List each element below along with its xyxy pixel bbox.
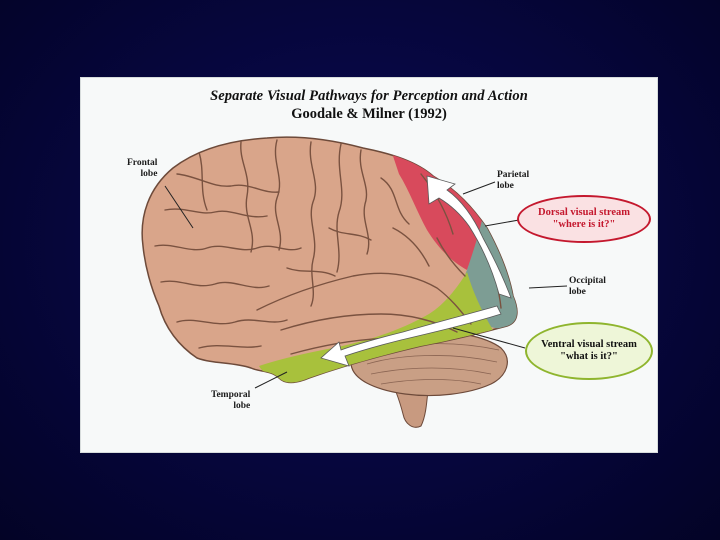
occipital-lobe-label: Occipital lobe bbox=[569, 276, 606, 297]
dorsal-callout-leader bbox=[484, 219, 520, 227]
brain-illustration bbox=[141, 136, 568, 428]
temporal-lobe-label: Temporal lobe bbox=[211, 390, 251, 411]
occipital-region bbox=[464, 216, 517, 329]
ventral-callout-leader bbox=[452, 327, 526, 349]
figure-panel: Separate Visual Pathways for Perception … bbox=[80, 77, 658, 453]
frontal-leader bbox=[164, 185, 194, 229]
temporal-region bbox=[259, 272, 493, 383]
dorsal-stream-callout: Dorsal visual stream "where is it?" bbox=[517, 195, 651, 243]
ventral-stream-arrow bbox=[320, 305, 502, 367]
diagram-title: Separate Visual Pathways for Perception … bbox=[210, 88, 528, 104]
parietal-lobe-label: Parietal lobe bbox=[497, 170, 530, 191]
dorsal-stream-arrow bbox=[426, 175, 512, 299]
temporal-leader bbox=[254, 371, 288, 389]
occipital-leader bbox=[528, 285, 568, 289]
frontal-lobe-label: Frontal lobe bbox=[127, 158, 158, 179]
diagram-subtitle: Goodale & Milner (1992) bbox=[291, 106, 447, 122]
parietal-leader bbox=[462, 181, 496, 195]
ventral-stream-callout: Ventral visual stream "what is it?" bbox=[525, 322, 653, 380]
